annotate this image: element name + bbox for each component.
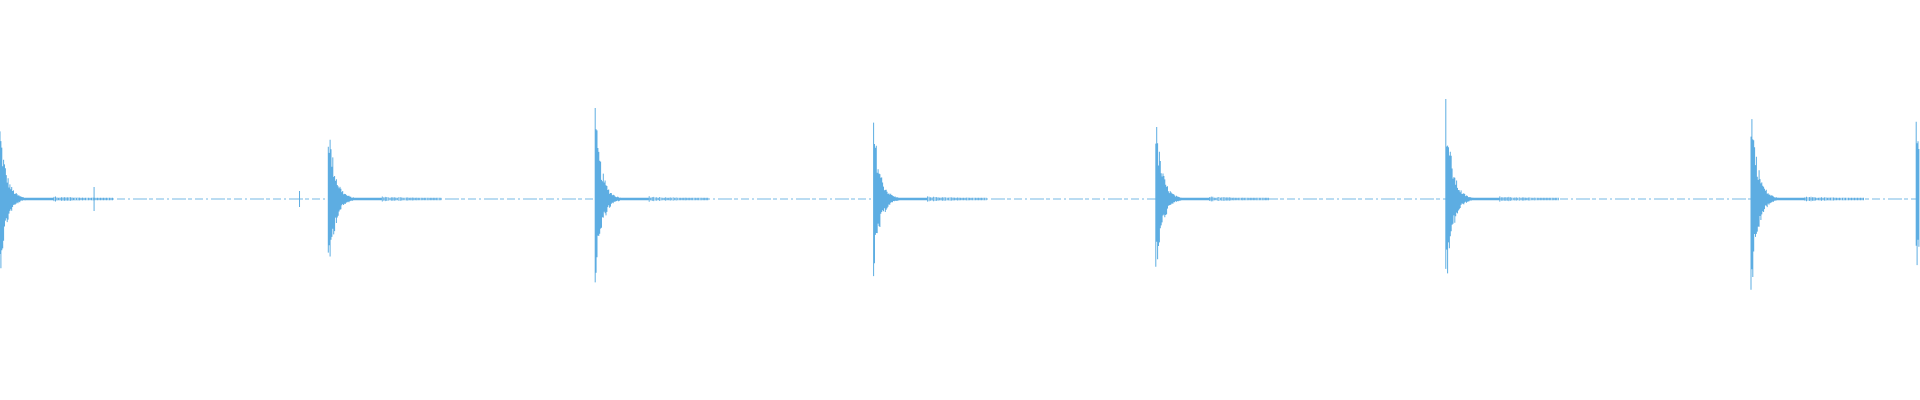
waveform-transient [1915, 121, 1920, 266]
waveform-transient [1750, 119, 1864, 290]
waveform-transient [873, 122, 987, 277]
waveform-transient-tail [648, 196, 709, 202]
waveform-transient-tail [53, 196, 113, 202]
waveform-transient-body [1750, 119, 1805, 290]
waveform-transient-body [0, 131, 54, 269]
waveform-transient-body [1445, 99, 1500, 274]
waveform-transients [0, 99, 1920, 290]
waveform-transient [1445, 99, 1559, 274]
waveform-transient-tail [381, 196, 442, 202]
waveform-transient [594, 108, 709, 283]
waveform-transient-tail [1804, 196, 1864, 202]
waveform-transient [1155, 127, 1269, 267]
waveform-transient-body [1155, 127, 1210, 267]
waveform-transient-body [1915, 121, 1920, 266]
waveform-transient [327, 139, 442, 257]
waveform-transient-body [873, 122, 928, 277]
waveform-transient-body [594, 108, 649, 283]
waveform-transient [0, 131, 113, 269]
waveform-transient-body [327, 139, 382, 257]
waveform-transient-tail [927, 196, 987, 202]
waveform-transient-tail [1209, 196, 1269, 202]
waveform-transient-tail [1499, 196, 1559, 202]
